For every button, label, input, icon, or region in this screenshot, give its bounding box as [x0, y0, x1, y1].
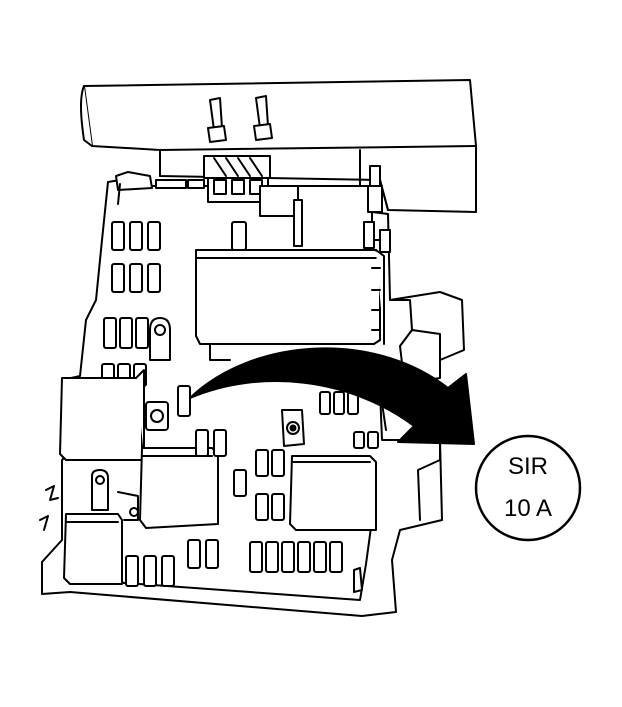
fuse-bottom-row [125, 541, 363, 593]
screw-terminal-left [145, 401, 169, 431]
removal-arrow [189, 347, 475, 445]
left-edge-detail [39, 485, 59, 531]
fuse-center-columns [255, 449, 285, 521]
callout-line-2: 10 A [504, 495, 552, 522]
screw-terminal-center [281, 409, 305, 447]
clip-upper-left [149, 317, 171, 361]
main-relay [195, 249, 385, 361]
lower-left-connector [63, 469, 139, 585]
left-relay [59, 369, 145, 461]
fuse-upper-right [319, 391, 379, 449]
callout-line-1: SIR [508, 453, 548, 480]
top-connector-strip [115, 171, 205, 205]
fuse-callout: SIR 10 A [474, 434, 582, 542]
middle-relay [139, 447, 219, 529]
top-clips [207, 95, 273, 143]
callout-circle [474, 434, 582, 542]
fuse-middle-cluster [187, 429, 247, 569]
fuse-center-small [177, 221, 247, 417]
right-relay [289, 455, 377, 531]
fuse-column-upper-left [101, 221, 161, 387]
right-posts [363, 165, 391, 253]
center-connector [203, 155, 303, 247]
